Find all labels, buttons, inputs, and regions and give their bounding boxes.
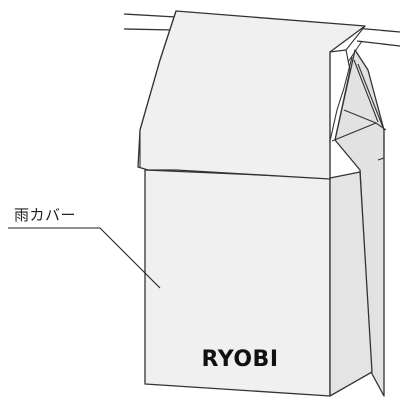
rain-cover-label: 雨カバー	[14, 206, 77, 224]
cover-roof-flap	[137, 10, 366, 180]
brand-logo: RYOBI	[201, 347, 278, 372]
callout-leader	[8, 227, 161, 289]
cover-right-side	[329, 49, 387, 397]
